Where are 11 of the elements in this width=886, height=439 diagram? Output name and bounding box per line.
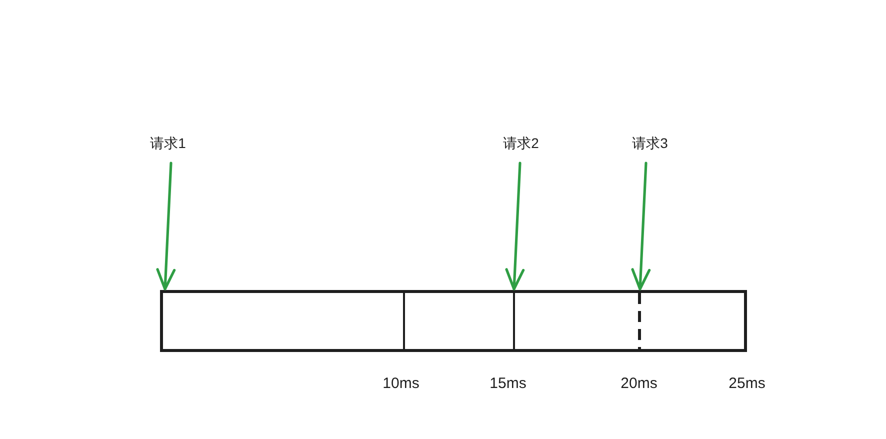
arrow [505,162,525,290]
arrow [631,162,651,290]
timeline-bar [160,290,747,352]
arrow [156,162,176,290]
time-label: 25ms [728,374,766,394]
time-label: 15ms [490,374,526,394]
time-label: 10ms [382,374,420,394]
request-label: 请求1 [150,133,186,153]
request-label: 请求3 [632,133,668,153]
time-label: 20ms [620,374,658,394]
request-label: 请求2 [503,133,539,153]
